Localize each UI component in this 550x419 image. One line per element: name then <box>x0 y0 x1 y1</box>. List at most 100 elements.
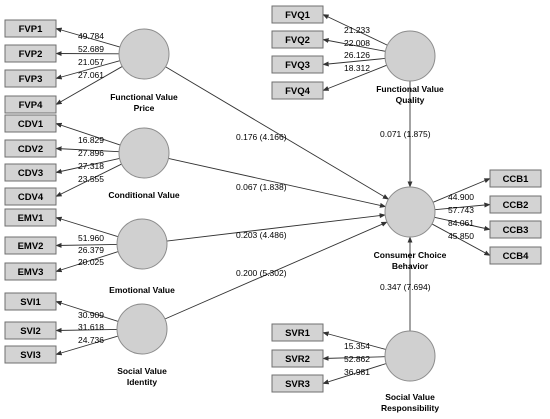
outer-loading-label: 26.379 <box>78 245 104 255</box>
indicator-label: SVR2 <box>285 354 310 365</box>
latent-variable-name: Identity <box>127 377 157 387</box>
indicator-label: FVP2 <box>19 49 43 60</box>
latent-emv: Emotional Value <box>109 218 175 295</box>
ccb-indicator-edge <box>434 202 491 211</box>
indicator-label: FVQ1 <box>285 10 311 21</box>
indicator-box-svi1: SVI1 <box>4 292 57 311</box>
path-coefficient-label: 0.071 (1.875) <box>380 129 431 139</box>
latent-variable-circle <box>384 30 436 82</box>
fvp-to-ccb-path <box>165 66 390 200</box>
indicator-label: EMV2 <box>18 241 44 252</box>
path-coefficient-label: 0.347 (7.694) <box>380 282 431 292</box>
latent-variable-name: Functional Value <box>376 84 444 94</box>
cdv-to-ccb-path <box>168 157 387 208</box>
svi-to-ccb-path <box>164 221 388 320</box>
path-coefficient-label: 0.176 (4.166) <box>236 132 287 142</box>
cdv-indicator-edge <box>55 157 120 174</box>
emv-indicator-edge <box>55 216 119 238</box>
latent-variable-name: Responsibility <box>381 403 439 413</box>
latent-variable-circle <box>118 28 170 80</box>
ccb-indicator-edge <box>431 223 491 256</box>
latent-variable-circle <box>118 127 170 179</box>
outer-loading-label: 84.061 <box>448 218 474 228</box>
ccb-indicator-edge <box>432 178 491 203</box>
outer-loading-label: 27.318 <box>78 161 104 171</box>
indicator-label: CDV2 <box>18 144 43 155</box>
path-coefficient-label: 0.200 (5.302) <box>236 268 287 278</box>
indicator-label: CCB2 <box>503 200 529 211</box>
indicator-box-fvq3: FVQ3 <box>271 55 324 74</box>
latent-variable-name: Emotional Value <box>109 285 175 295</box>
indicator-label: CDV3 <box>18 168 43 179</box>
indicator-label: FVP3 <box>19 74 43 85</box>
fvq-indicator-edge <box>322 57 386 67</box>
outer-loading-label: 26.126 <box>344 50 370 60</box>
edges-layer <box>55 14 491 385</box>
emv-indicator-edge <box>55 251 119 273</box>
latent-cdv: Conditional Value <box>108 127 180 200</box>
latent-variable-name: Social Value <box>385 392 435 402</box>
latent-variable-name: Functional Value <box>110 92 178 102</box>
svr-indicator-edge <box>322 331 386 350</box>
outer-loading-label: 21.233 <box>344 25 370 35</box>
indicator-box-ccb2: CCB2 <box>489 195 542 214</box>
indicator-box-cdv4: CDV4 <box>4 187 57 206</box>
outer-loading-label: 30.909 <box>78 310 104 320</box>
indicator-box-emv2: EMV2 <box>4 236 57 255</box>
indicator-box-cdv3: CDV3 <box>4 163 57 182</box>
fvp-indicator-edge <box>55 27 121 48</box>
outer-loading-label: 52.689 <box>78 44 104 54</box>
indicator-box-svr2: SVR2 <box>271 349 324 368</box>
svr-indicator-edge <box>322 355 386 361</box>
latent-variable-circle <box>384 330 436 382</box>
indicator-box-fvp2: FVP2 <box>4 44 57 63</box>
indicator-box-emv3: EMV3 <box>4 262 57 281</box>
cdv-indicator-edge <box>55 146 120 153</box>
latent-variable-circle <box>384 186 436 238</box>
outer-loading-label: 20.025 <box>78 257 104 267</box>
indicator-label: EMV3 <box>18 267 44 278</box>
fvq-indicator-edge <box>322 38 386 52</box>
path-coefficient-label: 0.067 (1.838) <box>236 182 287 192</box>
svi-indicator-edge <box>55 335 119 356</box>
outer-loading-label: 49.784 <box>78 31 104 41</box>
indicator-label: CCB1 <box>503 174 530 185</box>
outer-loading-label: 24.736 <box>78 335 104 345</box>
indicator-label: CCB3 <box>503 225 529 236</box>
outer-loading-label: 15.354 <box>344 341 370 351</box>
outer-loading-label: 21.057 <box>78 57 104 67</box>
indicator-label: CDV4 <box>18 192 44 203</box>
indicator-label: SVI3 <box>20 350 41 361</box>
indicator-box-cdv2: CDV2 <box>4 139 57 158</box>
outer-loading-label: 36.981 <box>344 367 370 377</box>
fvq-indicator-edge <box>322 64 387 91</box>
svr-indicator-edge <box>322 363 387 385</box>
outer-loading-label: 27.061 <box>78 70 104 80</box>
indicator-label: FVP4 <box>19 100 43 111</box>
fvp-indicator-edge <box>55 60 121 80</box>
indicator-box-fvp3: FVP3 <box>4 69 57 88</box>
outer-loading-label: 31.618 <box>78 322 104 332</box>
latent-variable-name: Behavior <box>392 261 429 271</box>
svi-indicator-edge <box>55 300 119 322</box>
latent-variable-name: Consumer Choice <box>374 250 447 260</box>
outer-loading-label: 27.896 <box>78 148 104 158</box>
fvp-indicator-edge <box>55 66 123 105</box>
latent-variable-name: Social Value <box>117 366 167 376</box>
indicator-label: SVI2 <box>20 326 41 337</box>
emv-indicator-edge <box>55 242 118 248</box>
svi-indicator-edge <box>55 327 118 333</box>
indicator-label: CDV1 <box>18 119 44 130</box>
indicator-label: FVP1 <box>19 24 43 35</box>
indicator-box-svi2: SVI2 <box>4 321 57 340</box>
latent-variable-name: Quality <box>396 95 425 105</box>
indicator-box-fvp4: FVP4 <box>4 95 57 114</box>
outer-loading-label: 57.743 <box>448 205 474 215</box>
indicator-label: SVI1 <box>20 297 41 308</box>
